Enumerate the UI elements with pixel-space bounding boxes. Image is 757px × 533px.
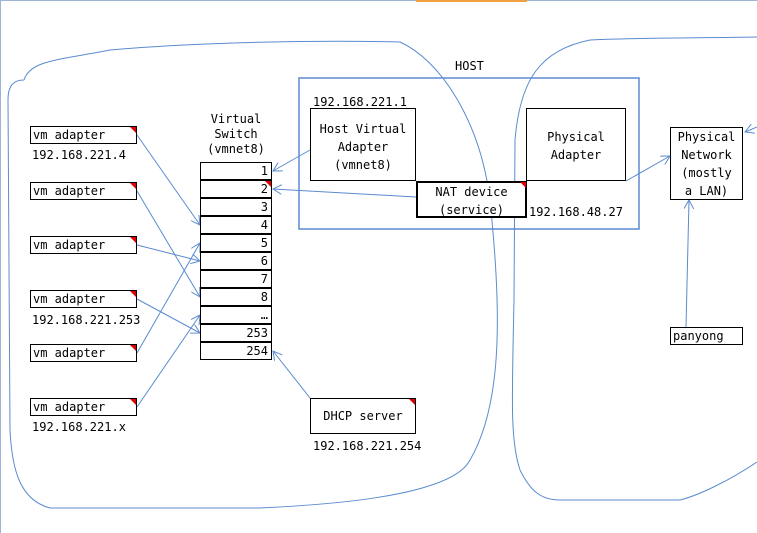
vm-to-switch-connector — [136, 244, 200, 261]
vm-adapter-box[interactable]: vm adapter — [30, 126, 137, 144]
accent-bar — [416, 0, 527, 2]
physical-adapter-line: Physical — [547, 130, 605, 144]
physical-adapter-line: Adapter — [550, 148, 602, 162]
comment-marker-icon — [265, 181, 271, 187]
physical-network-line: (mostly — [681, 166, 732, 180]
comment-marker-icon — [130, 399, 136, 405]
vm-to-switch-connector — [136, 190, 200, 297]
physical-network-line: Physical — [677, 130, 736, 144]
vm-adapter-label: vm adapter — [33, 400, 106, 414]
vm-adapter-ip: 192.168.221.4 — [32, 148, 126, 162]
vm-adapter-ip: 192.168.221.x — [32, 420, 126, 434]
physical-adapter-ip: 192.168.48.27 — [529, 205, 623, 219]
vm-adapter-label: vm adapter — [33, 346, 106, 360]
vm-adapter-ip: 192.168.221.253 — [32, 313, 141, 327]
switch-port[interactable]: … — [200, 306, 272, 324]
comment-marker-icon — [520, 182, 526, 188]
comment-marker-icon — [409, 399, 415, 405]
host-virtual-adapter-box[interactable]: Host Virtual Adapter (vmnet8) — [310, 108, 416, 181]
virtual-switch-title-line: Switch — [214, 127, 258, 141]
canvas-left-border — [0, 0, 1, 533]
vm-to-switch-connector — [136, 315, 200, 408]
dhcp-server-label: DHCP server — [323, 409, 403, 423]
comment-marker-icon — [130, 345, 136, 351]
switch-port-label: 2 — [260, 182, 268, 196]
switch-port[interactable]: 6 — [200, 252, 272, 270]
virtual-switch-title-line: Virtual — [210, 112, 262, 126]
canvas-top-border — [0, 0, 757, 1]
switch-port[interactable]: 7 — [200, 270, 272, 288]
panyong-label: panyong — [673, 329, 724, 343]
network-region-outline — [511, 36, 757, 501]
vm-to-switch-connector — [136, 243, 200, 354]
vm-region-outline — [7, 40, 498, 509]
comment-marker-icon — [130, 127, 136, 133]
physical-adapter-to-network-connector — [625, 156, 670, 182]
host-virtual-adapter-line: Adapter — [337, 140, 389, 154]
vm-to-switch-connector — [136, 134, 200, 225]
host-virtual-adapter-line: (vmnet8) — [334, 158, 392, 172]
virtual-switch-title: Virtual Switch (vmnet8) — [200, 112, 272, 157]
dhcp-to-port254-connector — [273, 351, 311, 399]
external-to-network-connector — [745, 127, 757, 132]
host-virtual-adapter-line: Host Virtual — [319, 122, 407, 136]
vm-adapter-label: vm adapter — [33, 238, 106, 252]
host-adapter-to-port1-connector — [273, 149, 311, 171]
switch-port[interactable]: 254 — [200, 342, 272, 360]
physical-adapter-box[interactable]: Physical Adapter — [526, 108, 626, 181]
dhcp-server-ip: 192.168.221.254 — [313, 439, 422, 453]
nat-device-line: NAT device — [435, 185, 508, 199]
vm-adapter-label: vm adapter — [33, 292, 106, 306]
nat-device-line: (service) — [438, 203, 505, 217]
physical-network-box[interactable]: Physical Network (mostly a LAN) — [670, 127, 743, 200]
physical-network-line: Network — [681, 148, 732, 162]
vm-to-switch-connector — [136, 298, 200, 333]
switch-port[interactable]: 8 — [200, 288, 272, 306]
virtual-switch-title-line: (vmnet8) — [207, 142, 265, 156]
physical-network-line: a LAN) — [684, 184, 729, 198]
switch-port[interactable]: 5 — [200, 234, 272, 252]
switch-port[interactable]: 4 — [200, 216, 272, 234]
nat-device-box[interactable]: NAT device (service) — [416, 181, 527, 218]
host-label: HOST — [455, 59, 484, 73]
dhcp-server-box[interactable]: DHCP server — [310, 398, 416, 434]
comment-marker-icon — [130, 291, 136, 297]
vm-adapter-label: vm adapter — [33, 128, 106, 142]
switch-port[interactable]: 2 — [200, 180, 272, 198]
panyong-to-network-connector — [686, 200, 689, 328]
host-boundary — [298, 77, 640, 230]
switch-port[interactable]: 253 — [200, 324, 272, 342]
vm-adapter-box[interactable]: vm adapter — [30, 236, 137, 254]
switch-port[interactable]: 1 — [200, 162, 272, 180]
vm-adapter-box[interactable]: vm adapter — [30, 398, 137, 416]
comment-marker-icon — [130, 237, 136, 243]
switch-port[interactable]: 3 — [200, 198, 272, 216]
panyong-box[interactable]: panyong — [670, 327, 743, 345]
vm-adapter-label: vm adapter — [33, 184, 106, 198]
host-virtual-adapter-ip: 192.168.221.1 — [313, 95, 407, 109]
comment-marker-icon — [130, 183, 136, 189]
vm-adapter-box[interactable]: vm adapter — [30, 290, 137, 308]
nat-to-port2-connector — [273, 189, 417, 198]
vm-adapter-box[interactable]: vm adapter — [30, 182, 137, 200]
vm-adapter-box[interactable]: vm adapter — [30, 344, 137, 362]
